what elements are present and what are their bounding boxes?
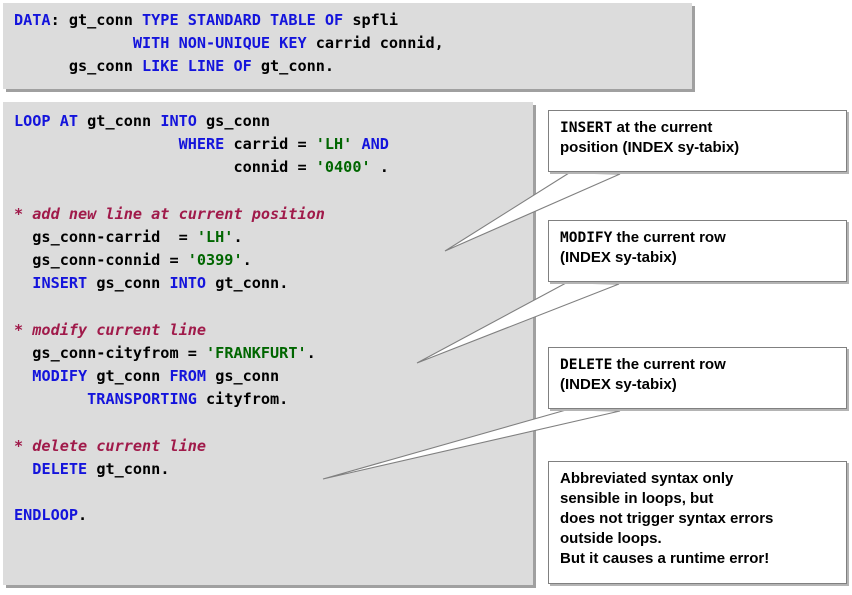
code-token — [14, 367, 32, 385]
callout-note-line1: Abbreviated syntax only — [560, 470, 734, 487]
code-token: WHERE — [178, 135, 225, 154]
code-token: * modify current line — [14, 320, 207, 339]
code-line: * add new line at current position — [14, 203, 389, 226]
code-token: * add new line at current position — [14, 204, 325, 223]
code-token: LOOP AT — [14, 112, 79, 130]
code-token: '0400' — [315, 158, 371, 177]
code-token: gs_conn-connid = — [14, 251, 188, 270]
callout-delete-text1: the current row — [612, 356, 726, 373]
code-token: WITH NON-UNIQUE KEY — [132, 34, 307, 53]
callout-insert: INSERT at the current position (INDEX sy… — [548, 110, 847, 172]
code-token: 'LH' — [196, 228, 234, 247]
callout-note: Abbreviated syntax only sensible in loop… — [548, 461, 847, 584]
loop-code-text: LOOP AT gt_conn INTO gs_conn WHERE carri… — [14, 110, 389, 528]
code-token — [14, 34, 133, 52]
declaration-code-text: DATA: gt_conn TYPE STANDARD TABLE OF spf… — [14, 9, 444, 79]
code-token: AND — [361, 135, 389, 154]
code-panel-loop: LOOP AT gt_conn INTO gs_conn WHERE carri… — [3, 102, 533, 585]
code-token: TYPE STANDARD TABLE OF — [142, 11, 344, 29]
code-token: carrid connid, — [306, 34, 444, 53]
code-token: cityfrom. — [196, 390, 289, 409]
code-line — [14, 481, 389, 504]
callout-delete-keyword: DELETE — [560, 357, 613, 373]
code-token: gt_conn. — [87, 460, 170, 479]
callout-note-line5: But it causes a runtime error! — [560, 550, 770, 567]
code-token: gs_conn-carrid = — [14, 228, 197, 247]
code-token — [14, 390, 87, 408]
code-token: . — [233, 228, 243, 247]
code-token: . — [306, 344, 316, 363]
code-line: WHERE carrid = 'LH' AND — [14, 133, 389, 156]
code-token: gt_conn. — [251, 57, 335, 76]
code-line: ENDLOOP. — [14, 504, 389, 527]
callout-modify-line2: (INDEX sy-tabix) — [560, 249, 677, 266]
code-token: connid = — [14, 158, 316, 177]
code-token: : gt_conn — [50, 11, 143, 29]
code-token: gt_conn. — [206, 274, 289, 293]
code-token: gs_conn — [196, 112, 271, 130]
callout-modify-line1: MODIFY the current row — [560, 228, 837, 248]
code-token: INTO — [160, 112, 197, 130]
code-line — [14, 412, 389, 435]
code-token: gt_conn — [78, 112, 161, 130]
code-token: gs_conn — [14, 57, 143, 76]
callout-modify-keyword: MODIFY — [560, 230, 613, 246]
code-line: * modify current line — [14, 319, 389, 342]
code-line: gs_conn-carrid = 'LH'. — [14, 226, 389, 249]
code-token: DATA — [14, 11, 51, 29]
code-token: * delete current line — [14, 436, 207, 455]
callout-insert-line2: position (INDEX sy-tabix) — [560, 139, 740, 156]
code-token: FROM — [169, 367, 207, 386]
code-token: gs_conn — [87, 274, 170, 293]
code-token: '0399' — [187, 251, 243, 270]
code-token — [14, 274, 32, 292]
code-token: spfli — [343, 11, 399, 29]
code-token: carrid = — [224, 135, 316, 154]
code-line: TRANSPORTING cityfrom. — [14, 388, 389, 411]
code-token: . — [78, 506, 88, 525]
code-token: DELETE — [32, 460, 88, 479]
callout-modify-text1: the current row — [612, 229, 726, 246]
code-token — [14, 135, 179, 153]
callout-modify: MODIFY the current row (INDEX sy-tabix) — [548, 220, 847, 282]
code-token: LIKE LINE OF — [142, 57, 252, 76]
callout-note-line3: does not trigger syntax errors — [560, 510, 774, 527]
code-line: DELETE gt_conn. — [14, 458, 389, 481]
code-line: DATA: gt_conn TYPE STANDARD TABLE OF spf… — [14, 9, 444, 32]
code-token — [14, 460, 32, 478]
code-token: INTO — [169, 274, 207, 293]
code-token: TRANSPORTING — [87, 390, 197, 409]
code-token: INSERT — [32, 274, 88, 293]
code-line — [14, 180, 389, 203]
callout-insert-text1: at the current — [612, 119, 713, 136]
callout-insert-line1: INSERT at the current — [560, 118, 837, 138]
code-token: gs_conn — [206, 367, 280, 386]
code-token: 'LH' — [315, 135, 353, 154]
code-token: gt_conn — [87, 367, 170, 386]
code-panel-declaration: DATA: gt_conn TYPE STANDARD TABLE OF spf… — [3, 3, 692, 89]
callout-note-line2: sensible in loops, but — [560, 490, 714, 507]
code-line: MODIFY gt_conn FROM gs_conn — [14, 365, 389, 388]
code-line: WITH NON-UNIQUE KEY carrid connid, — [14, 32, 444, 55]
code-line — [14, 296, 389, 319]
code-line: gs_conn-connid = '0399'. — [14, 249, 389, 272]
code-line: gs_conn LIKE LINE OF gt_conn. — [14, 55, 444, 78]
code-token: . — [370, 158, 389, 177]
callout-delete-line2: (INDEX sy-tabix) — [560, 376, 677, 393]
code-line: INSERT gs_conn INTO gt_conn. — [14, 272, 389, 295]
code-token: ENDLOOP — [14, 506, 79, 525]
code-line: connid = '0400' . — [14, 156, 389, 179]
callout-insert-keyword: INSERT — [560, 120, 613, 136]
code-token: gs_conn-cityfrom = — [14, 344, 207, 363]
callout-delete: DELETE the current row (INDEX sy-tabix) — [548, 347, 847, 409]
callout-note-line4: outside loops. — [560, 530, 662, 547]
code-token: MODIFY — [32, 367, 88, 386]
code-line: gs_conn-cityfrom = 'FRANKFURT'. — [14, 342, 389, 365]
code-token: . — [242, 251, 252, 270]
code-token: 'FRANKFURT' — [206, 344, 307, 363]
callout-delete-line1: DELETE the current row — [560, 355, 837, 375]
code-line: * delete current line — [14, 435, 389, 458]
code-line: LOOP AT gt_conn INTO gs_conn — [14, 110, 389, 133]
